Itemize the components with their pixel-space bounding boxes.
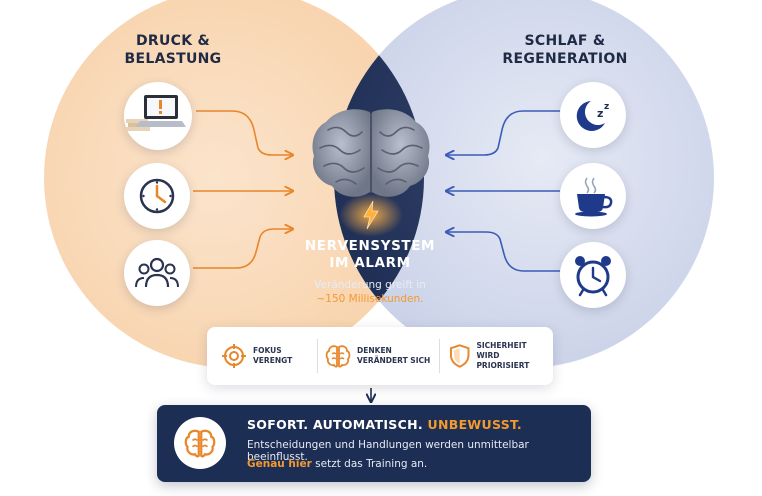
left-title: DRUCK & BELASTUNG (118, 32, 228, 68)
effects-divider-1 (317, 339, 318, 373)
svg-text:z: z (604, 102, 609, 112)
center-sub-line1: Veränderung greift in (314, 279, 426, 291)
summary-headline-orange: UNBEWUSST. (427, 417, 522, 432)
effect-thinking-line1: DENKEN (357, 346, 392, 355)
effect-safety-label: SICHERHEIT WIRD PRIORISIERT (476, 341, 553, 371)
summary-headline: SOFORT. AUTOMATISCH. UNBEWUSST. (247, 417, 522, 432)
effect-safety: SICHERHEIT WIRD PRIORISIERT (449, 337, 553, 375)
alarm-clock-icon (560, 242, 626, 308)
effects-panel: FOKUS VERENGT DENKEN VERÄNDERT SICH S (207, 327, 553, 385)
arrow-left-top (196, 110, 292, 155)
people-group-icon (124, 240, 190, 306)
effect-safety-line1: SICHERHEIT (476, 341, 527, 350)
arrow-left-bottom (193, 229, 292, 269)
shield-icon (449, 344, 470, 368)
effect-focus-line2: VERENGT (253, 356, 293, 365)
center-subtitle: Veränderung greift in ~150 Millisekunden… (290, 278, 450, 306)
effect-focus: FOKUS VERENGT (221, 337, 292, 375)
clock-icon (124, 163, 190, 229)
coffee-cup-icon (560, 163, 626, 229)
effect-thinking-line2: VERÄNDERT SICH (357, 356, 431, 365)
right-title-line1: SCHLAF & (524, 33, 606, 49)
summary-headline-white: SOFORT. AUTOMATISCH. (247, 417, 423, 432)
arrow-right-bottom (447, 232, 560, 272)
center-title-line1: NERVENSYSTEM (304, 238, 436, 254)
target-icon (222, 344, 246, 368)
brain-icon (325, 345, 351, 368)
center-title: NERVENSYSTEM IM ALARM (290, 238, 450, 272)
lightning-icon (363, 200, 379, 230)
summary-box: SOFORT. AUTOMATISCH. UNBEWUSST. Entschei… (157, 405, 591, 482)
svg-text:z: z (597, 107, 603, 120)
summary-line2: Entscheidungen und Handlungen werden unm… (247, 439, 529, 463)
summary-brain-icon (174, 417, 226, 469)
right-title-line2: REGENERATION (502, 51, 628, 67)
moon-sleep-icon: z z (560, 82, 626, 148)
summary-line3-white: setzt das Training an. (315, 458, 428, 470)
arrow-right-top (447, 110, 560, 155)
center-sub-line2: ~150 Millisekunden. (316, 293, 424, 305)
summary-line3-orange: Genau hier (247, 458, 312, 470)
center-title-line2: IM ALARM (329, 255, 411, 271)
left-title-line2: BELASTUNG (124, 51, 222, 67)
summary-line3: Genau hier setzt das Training an. (247, 458, 427, 470)
laptop-alert-icon (124, 82, 192, 150)
effect-focus-line1: FOKUS (253, 346, 282, 355)
effect-thinking: DENKEN VERÄNDERT SICH (325, 337, 430, 375)
effect-thinking-label: DENKEN VERÄNDERT SICH (357, 346, 430, 366)
left-title-line1: DRUCK & (135, 33, 211, 49)
effect-safety-line2: WIRD PRIORISIERT (476, 351, 530, 370)
effects-divider-2 (439, 339, 440, 373)
effect-focus-label: FOKUS VERENGT (253, 346, 292, 366)
brain-illustration (312, 109, 430, 197)
right-title: SCHLAF & REGENERATION (500, 32, 630, 68)
